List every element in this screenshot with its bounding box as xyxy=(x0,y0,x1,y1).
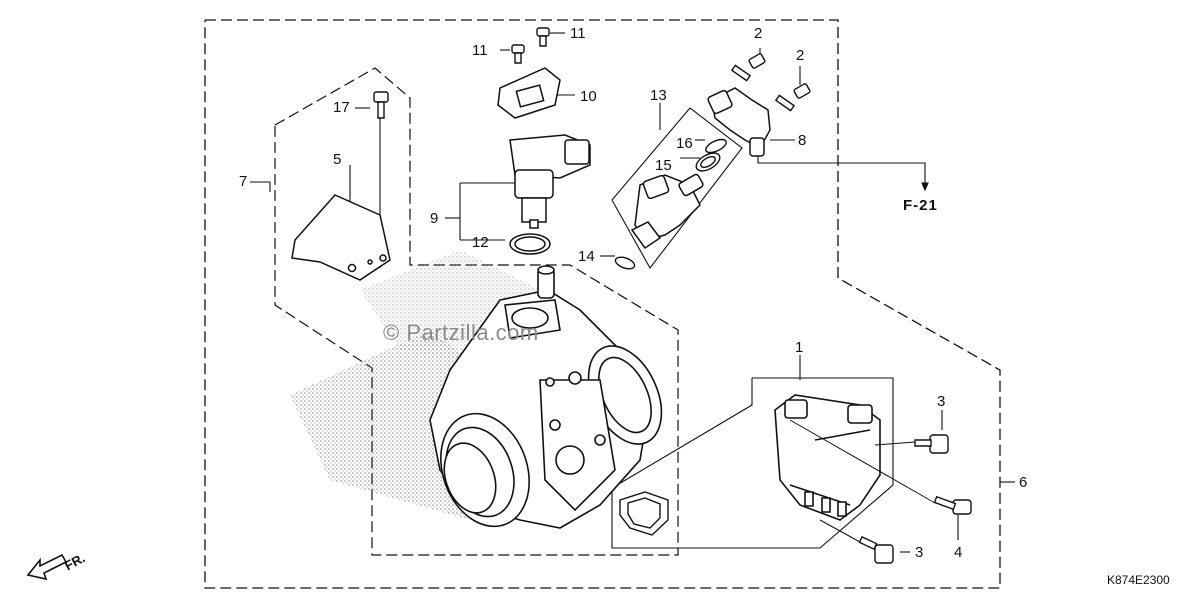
callout-11b: 11 xyxy=(570,25,586,42)
reference-label: F-21 xyxy=(903,197,938,214)
watermark: © Partzilla.com xyxy=(383,320,539,345)
callout-7: 7 xyxy=(239,173,248,190)
injector-part xyxy=(632,173,704,248)
control-unit-part-1 xyxy=(775,395,880,520)
callout-11a: 11 xyxy=(472,42,488,59)
seal-part-15 xyxy=(693,149,723,174)
connection-lines xyxy=(790,420,935,542)
callout-10: 10 xyxy=(580,88,597,105)
callout-14: 14 xyxy=(578,248,595,265)
callout-1: 1 xyxy=(795,339,804,356)
callout-3b: 3 xyxy=(915,544,924,561)
assembly-outline xyxy=(205,20,1000,588)
callout-9: 9 xyxy=(430,210,439,227)
o-ring-part-16 xyxy=(704,137,728,155)
control-unit-outline xyxy=(612,378,893,548)
callout-3a: 3 xyxy=(937,393,946,410)
o-ring-part-12 xyxy=(510,234,550,254)
gasket xyxy=(620,492,668,535)
bracket-part-5 xyxy=(292,195,390,280)
sensor-part-8 xyxy=(707,88,770,156)
bracket-group-outline xyxy=(275,68,678,555)
callout-13: 13 xyxy=(650,87,667,104)
callout-8: 8 xyxy=(798,132,807,149)
o-ring-part-14 xyxy=(614,255,636,271)
callout-4: 4 xyxy=(954,544,963,561)
sensor-part-9 xyxy=(510,135,590,228)
callout-6: 6 xyxy=(1019,474,1028,491)
throttle-body xyxy=(426,266,676,539)
callout-2b: 2 xyxy=(796,47,805,64)
diagram-code: K874E2300 xyxy=(1107,573,1170,587)
injector-group-outline xyxy=(612,108,742,268)
callout-5: 5 xyxy=(333,151,342,168)
leader-lines xyxy=(250,33,1015,552)
bolts-part-2 xyxy=(732,53,811,110)
bolts-part-3-and-4 xyxy=(859,435,971,563)
screws-part-11 xyxy=(512,28,549,63)
bolt-part-17 xyxy=(374,92,388,118)
callout-15: 15 xyxy=(655,157,672,174)
front-arrow-icon xyxy=(28,555,66,579)
callout-17: 17 xyxy=(333,99,350,116)
callout-16: 16 xyxy=(676,135,693,152)
plate-part-10 xyxy=(498,68,560,118)
callout-2a: 2 xyxy=(754,25,763,42)
callout-12: 12 xyxy=(472,234,489,251)
